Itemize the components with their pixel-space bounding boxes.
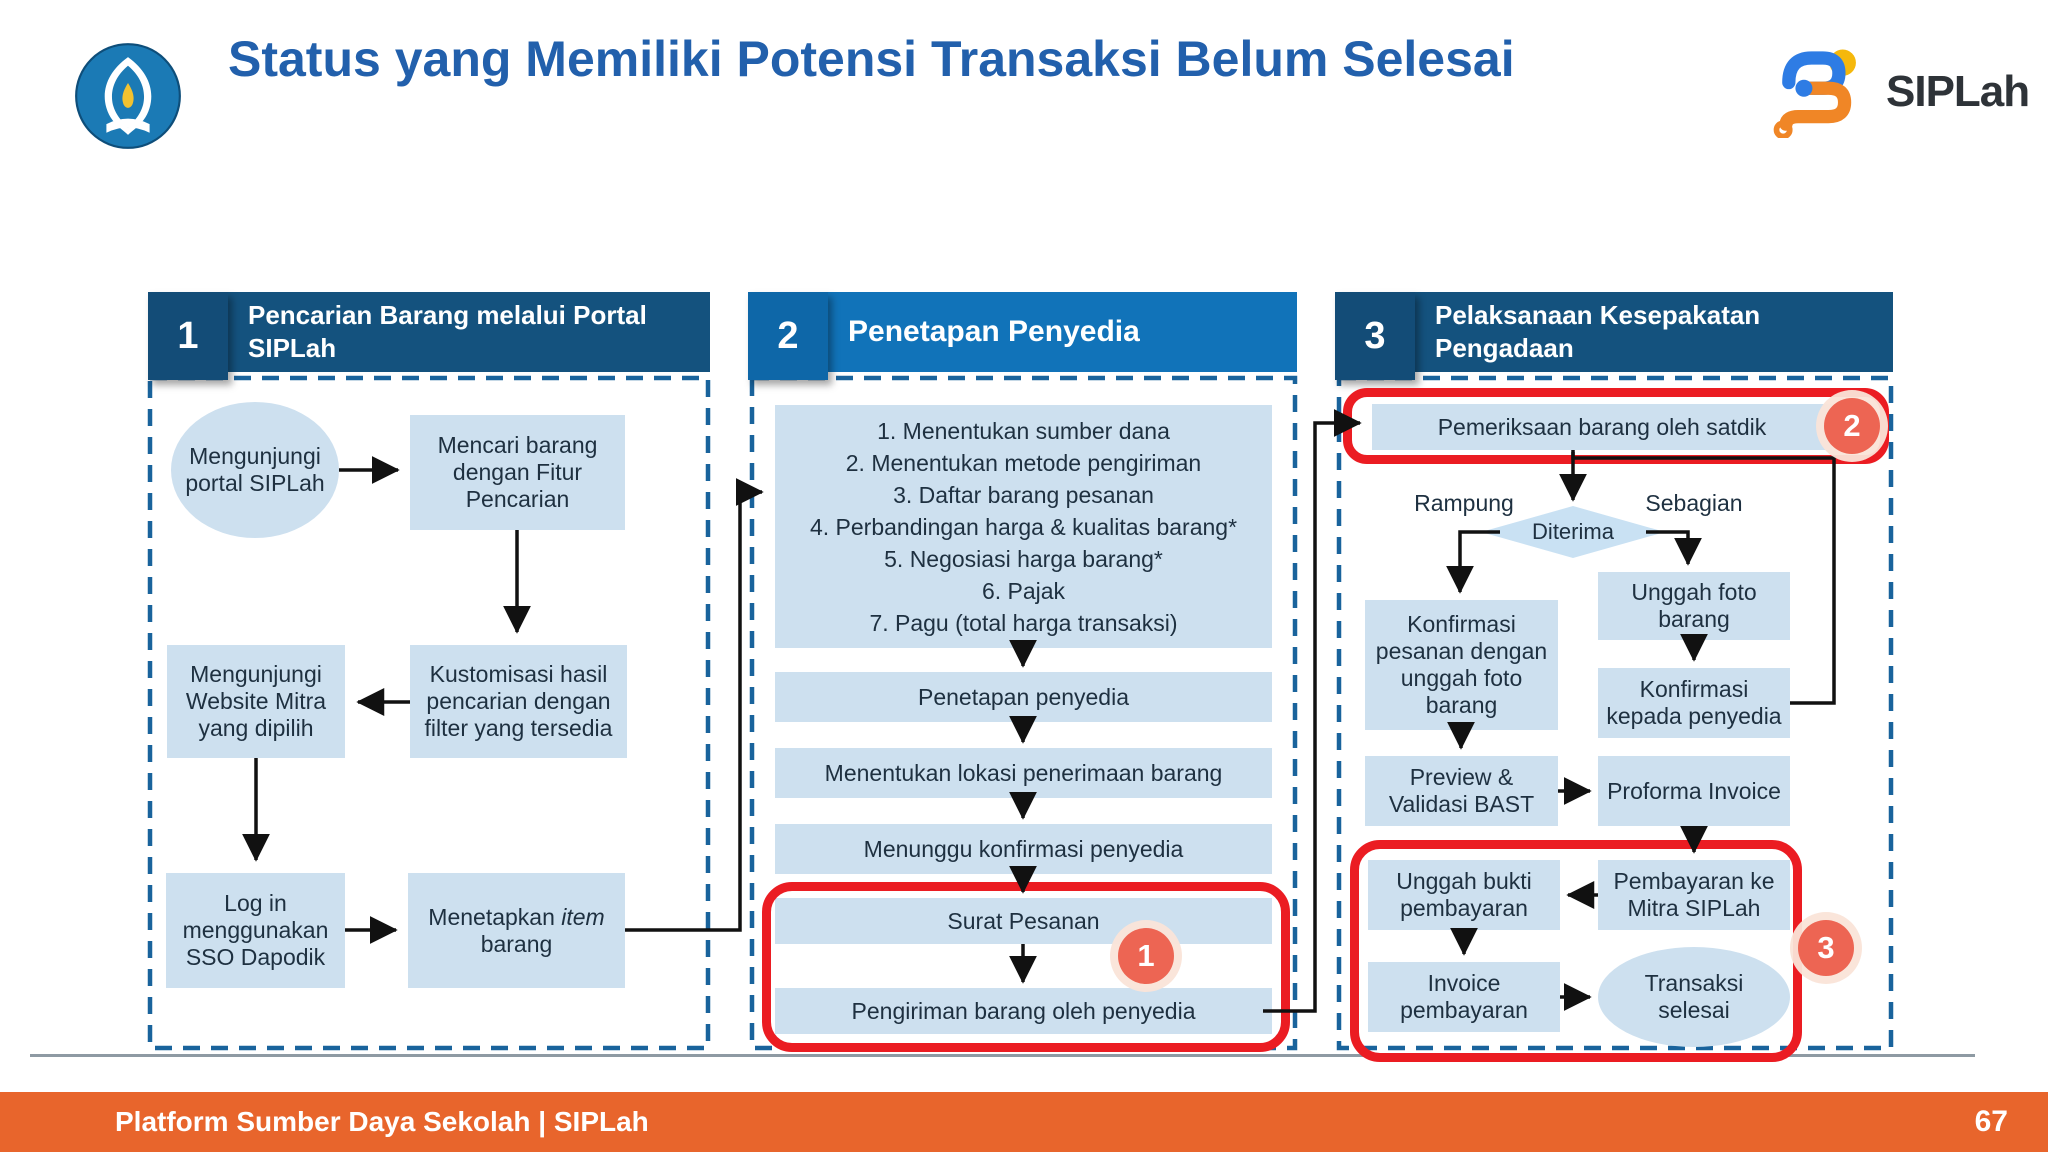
- footer-divider: [30, 1054, 1975, 1057]
- node-customize-filter: Kustomisasi hasil pencarian dengan filte…: [410, 645, 627, 758]
- checklist-item: 1. Menentukan sumber dana: [877, 417, 1170, 444]
- column1-number: 1: [148, 292, 228, 380]
- node-visit-portal: Mengunjungi portal SIPLah: [171, 402, 339, 538]
- decision-label: Diterima: [1532, 519, 1614, 544]
- checklist-item: 5. Negosiasi harga barang*: [884, 545, 1163, 572]
- checklist-item: 4. Perbandingan harga & kualitas barang*: [809, 513, 1238, 540]
- branch-label-partial: Sebagian: [1645, 490, 1743, 516]
- node-wait-confirmation: Menunggu konfirmasi penyedia: [775, 824, 1272, 874]
- column3-header: Pelaksanaan Kesepakatan Pengadaan: [1335, 292, 1893, 372]
- page-number: 67: [1974, 1105, 2008, 1138]
- badge-3: 3: [1798, 920, 1854, 976]
- node-proforma-invoice: Proforma Invoice: [1598, 756, 1790, 826]
- column1-title: Pencarian Barang melalui Portal SIPLah: [248, 300, 647, 363]
- brand-logo: SIPLah: [1768, 46, 2030, 138]
- footer-bar: Platform Sumber Daya Sekolah | SIPLah 67: [0, 1092, 2048, 1152]
- checklist-item: 3. Daftar barang pesanan: [893, 481, 1154, 508]
- checklist-item: 6. Pajak: [981, 577, 1066, 604]
- node-confirm-with-photo: Konfirmasi pesanan dengan unggah foto ba…: [1365, 600, 1558, 730]
- annotation-box-3: [1350, 840, 1802, 1062]
- checklist-item: 2. Menentukan metode pengiriman: [845, 449, 1202, 476]
- column2-number: 2: [748, 292, 828, 380]
- column2-title: Penetapan Penyedia: [848, 315, 1140, 348]
- checklist-item: 7. Pagu (total harga transaksi): [869, 609, 1178, 636]
- badge-2: 2: [1824, 398, 1880, 454]
- node-set-provider: Penetapan penyedia: [775, 672, 1272, 722]
- node-negotiation-checklist: 1. Menentukan sumber dana 2. Menentukan …: [775, 405, 1272, 648]
- node-set-item: Menetapkan item barang: [408, 873, 625, 988]
- node-visit-partner-site: Mengunjungi Website Mitra yang dipilih: [167, 645, 345, 758]
- node-confirm-to-provider: Konfirmasi kepada penyedia: [1598, 668, 1790, 738]
- column3-title: Pelaksanaan Kesepakatan Pengadaan: [1435, 300, 1761, 363]
- page-title: Status yang Memiliki Potensi Transaksi B…: [228, 31, 1515, 87]
- node-login-sso: Log in menggunakan SSO Dapodik: [166, 873, 345, 988]
- node-upload-photo: Unggah foto barang: [1598, 572, 1790, 640]
- annotation-box-1: [762, 882, 1290, 1052]
- column3-number: 3: [1335, 292, 1415, 380]
- node-delivery-location: Menentukan lokasi penerimaan barang: [775, 748, 1272, 798]
- siplah-logo-icon: [1773, 49, 1856, 138]
- node-preview-bast: Preview & Validasi BAST: [1365, 756, 1558, 826]
- brand-name: SIPLah: [1886, 67, 2030, 116]
- ministry-logo-icon: [75, 43, 181, 149]
- footer-text: Platform Sumber Daya Sekolah | SIPLah: [115, 1106, 649, 1137]
- badge-1: 1: [1118, 928, 1174, 984]
- column2-header: Penetapan Penyedia: [748, 292, 1297, 372]
- branch-label-complete: Rampung: [1414, 490, 1514, 516]
- node-search-goods: Mencari barang dengan Fitur Pencarian: [410, 415, 625, 530]
- column1-header: Pencarian Barang melalui Portal SIPLah: [148, 292, 710, 372]
- annotation-box-2: [1343, 388, 1889, 464]
